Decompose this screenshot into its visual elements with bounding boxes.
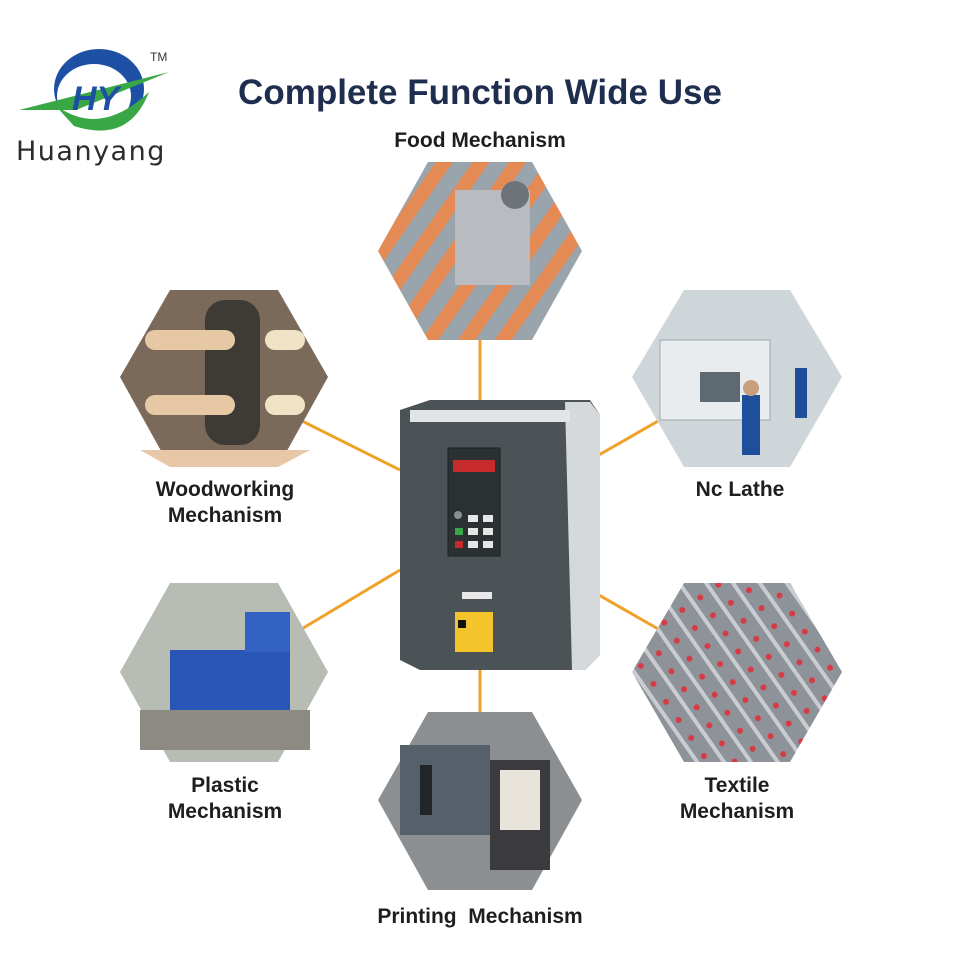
connector-lines (299, 340, 661, 715)
hexagon-nc-lathe (632, 290, 842, 467)
food-machine-roller (501, 181, 529, 209)
inverter-side-heatsink (565, 402, 600, 670)
label-woodworking-line2: Mechanism (167, 504, 283, 527)
huanyang-logo: HY (19, 49, 169, 131)
inverter-warning-label (455, 612, 493, 652)
lathe-operator (742, 395, 760, 455)
hexagon-textile (632, 583, 842, 762)
label-textile-line2: Mechanism (679, 800, 795, 823)
page-title: Complete Function Wide Use (0, 73, 960, 113)
logo-wing (19, 72, 169, 110)
plastic-machine (170, 650, 290, 710)
wood-machine-body (205, 300, 260, 445)
hexagon-food (378, 162, 582, 340)
label-food: Food Mechanism (394, 129, 566, 152)
hexagon-printing (378, 712, 582, 890)
label-nc-lathe: Nc Lathe (695, 478, 785, 501)
wood-spindle-bottom (145, 395, 235, 415)
connector-plastic (299, 568, 401, 632)
label-textile-line1: Textile (704, 774, 770, 797)
label-woodworking: Woodworking Mechanism (120, 477, 330, 529)
label-printing: Printing Mechanism (377, 905, 583, 928)
inverter-display (453, 460, 495, 472)
label-textile: Textile Mechanism (632, 773, 842, 825)
label-plastic-line1: Plastic (191, 774, 259, 797)
label-woodworking-line1: Woodworking (155, 478, 295, 501)
logo-letters: HY (72, 80, 123, 118)
inverter-device (400, 400, 600, 670)
brand-name: Huanyang (16, 136, 166, 167)
wood-spindle-top (145, 330, 235, 350)
hexagon-plastic (120, 583, 328, 762)
connector-woodworking (299, 418, 401, 472)
page-title-text: Complete Function Wide Use (238, 73, 722, 112)
logo-green-swoosh (54, 92, 149, 131)
connector-nc-lathe (589, 418, 661, 462)
connector-textile (589, 588, 661, 632)
inverter-keys (455, 515, 493, 548)
hexagon-woodworking (120, 290, 328, 467)
label-plastic-line2: Mechanism (167, 800, 283, 823)
label-plastic: Plastic Mechanism (120, 773, 330, 825)
trademark-symbol: TM (150, 50, 168, 64)
